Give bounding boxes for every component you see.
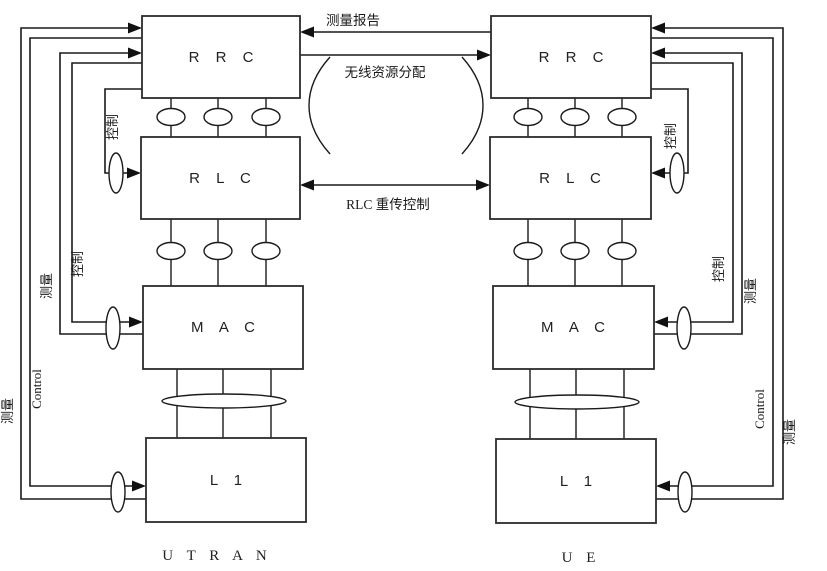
ue-rrc-box (490, 15, 652, 99)
ue-rlc-box (489, 136, 652, 220)
sap-ellipse (560, 241, 590, 261)
ue-mac-measure-wire (653, 52, 743, 335)
ue-l1-control-label: Control (752, 389, 767, 429)
arrowhead-left (654, 316, 668, 328)
sap-ellipse (251, 241, 281, 261)
sap-ellipse (203, 241, 233, 261)
arrowhead-right (127, 167, 141, 179)
sap-ellipse (560, 107, 590, 127)
peer-links (300, 26, 491, 191)
utran-rrc-label: R R C (189, 49, 260, 66)
utran-mac-control-wire (71, 62, 142, 323)
sap-ellipse (105, 306, 121, 350)
ue-mac-box (492, 285, 655, 370)
sap-ellipse (607, 241, 637, 261)
ue-loops (651, 22, 784, 513)
sap-ellipse (156, 241, 186, 261)
utran-interlayer-connectors (156, 98, 287, 438)
arrowhead-right (476, 179, 490, 191)
sap-ellipse (677, 471, 693, 513)
left-parenthesis (308, 56, 331, 155)
ue-mac-control-wire (651, 62, 734, 323)
utran-stack: R R C R L C M A C L 1 (140, 15, 307, 523)
sap-ellipse (513, 241, 543, 261)
rlc-retransmission-label: RLC 重传控制 (346, 197, 430, 212)
arrowhead-right (132, 480, 146, 492)
sap-ellipse (669, 152, 685, 194)
utran-rlc-label: R L C (189, 170, 257, 187)
utran-l1-control-wire (29, 37, 143, 487)
right-parenthesis (461, 56, 484, 155)
arrowhead-right (477, 49, 491, 61)
radio-resource-allocation-label: 无线资源分配 (345, 65, 426, 80)
ue-l1-label: L 1 (560, 473, 598, 490)
ue-rlc-control-label: 控制 (663, 123, 678, 149)
utran-l1-control-label: Control (29, 369, 44, 409)
arrowhead-left (300, 179, 314, 191)
sap-ellipse (251, 107, 281, 127)
arrowhead-left (651, 22, 665, 34)
arrowhead-right (129, 316, 143, 328)
utran-l1-box (145, 437, 307, 523)
ue-l1-measure-wire (653, 27, 784, 500)
utran-loops (20, 22, 146, 513)
sap-ellipse (156, 107, 186, 127)
utran-mac-measure-wire (59, 52, 143, 335)
sap-ellipse (203, 107, 233, 127)
arrowhead-left (300, 26, 314, 38)
ue-mac-control-label: 控制 (711, 256, 726, 282)
ue-mac-measure-label: 测量 (743, 278, 758, 304)
sap-ellipse (513, 107, 543, 127)
arrowhead-left (651, 167, 665, 179)
ue-stack: R R C R L C M A C L 1 (489, 15, 657, 524)
utran-mac-box (142, 285, 304, 370)
utran-mac-label: M A C (191, 319, 261, 336)
utran-l1-measure-label: 测量 (0, 398, 15, 424)
sap-ellipse (607, 107, 637, 127)
utran-l1-measure-wire (20, 27, 146, 500)
utran-rlc-box (140, 136, 301, 220)
ue-l1-control-wire (651, 37, 774, 487)
sap-ellipse (110, 471, 126, 513)
wide-sap-ellipse (161, 393, 287, 409)
ue-l1-box (495, 438, 657, 524)
ue-caption: U E (562, 550, 601, 566)
utran-mac-control-label: 控制 (70, 251, 85, 277)
ue-rrc-label: R R C (539, 49, 610, 66)
arrowhead-right (128, 47, 142, 59)
ue-l1-measure-label: 测量 (782, 419, 797, 445)
arrowhead-left (656, 480, 670, 492)
measurement-report-label: 测量报告 (326, 13, 380, 28)
utran-rrc-box (141, 15, 301, 99)
utran-l1-label: L 1 (210, 472, 248, 489)
utran-caption: U T R A N (162, 548, 271, 564)
sap-ellipse (108, 152, 124, 194)
ue-interlayer-connectors (513, 98, 640, 439)
ue-rlc-label: R L C (539, 170, 607, 187)
utran-rlc-control-label: 控制 (105, 114, 120, 140)
ue-mac-label: M A C (541, 319, 611, 336)
wide-sap-ellipse (514, 394, 640, 410)
utran-mac-measure-label: 测量 (39, 273, 54, 299)
arrowhead-right (128, 22, 142, 34)
sap-ellipse (676, 306, 692, 350)
arrowhead-left (651, 47, 665, 59)
